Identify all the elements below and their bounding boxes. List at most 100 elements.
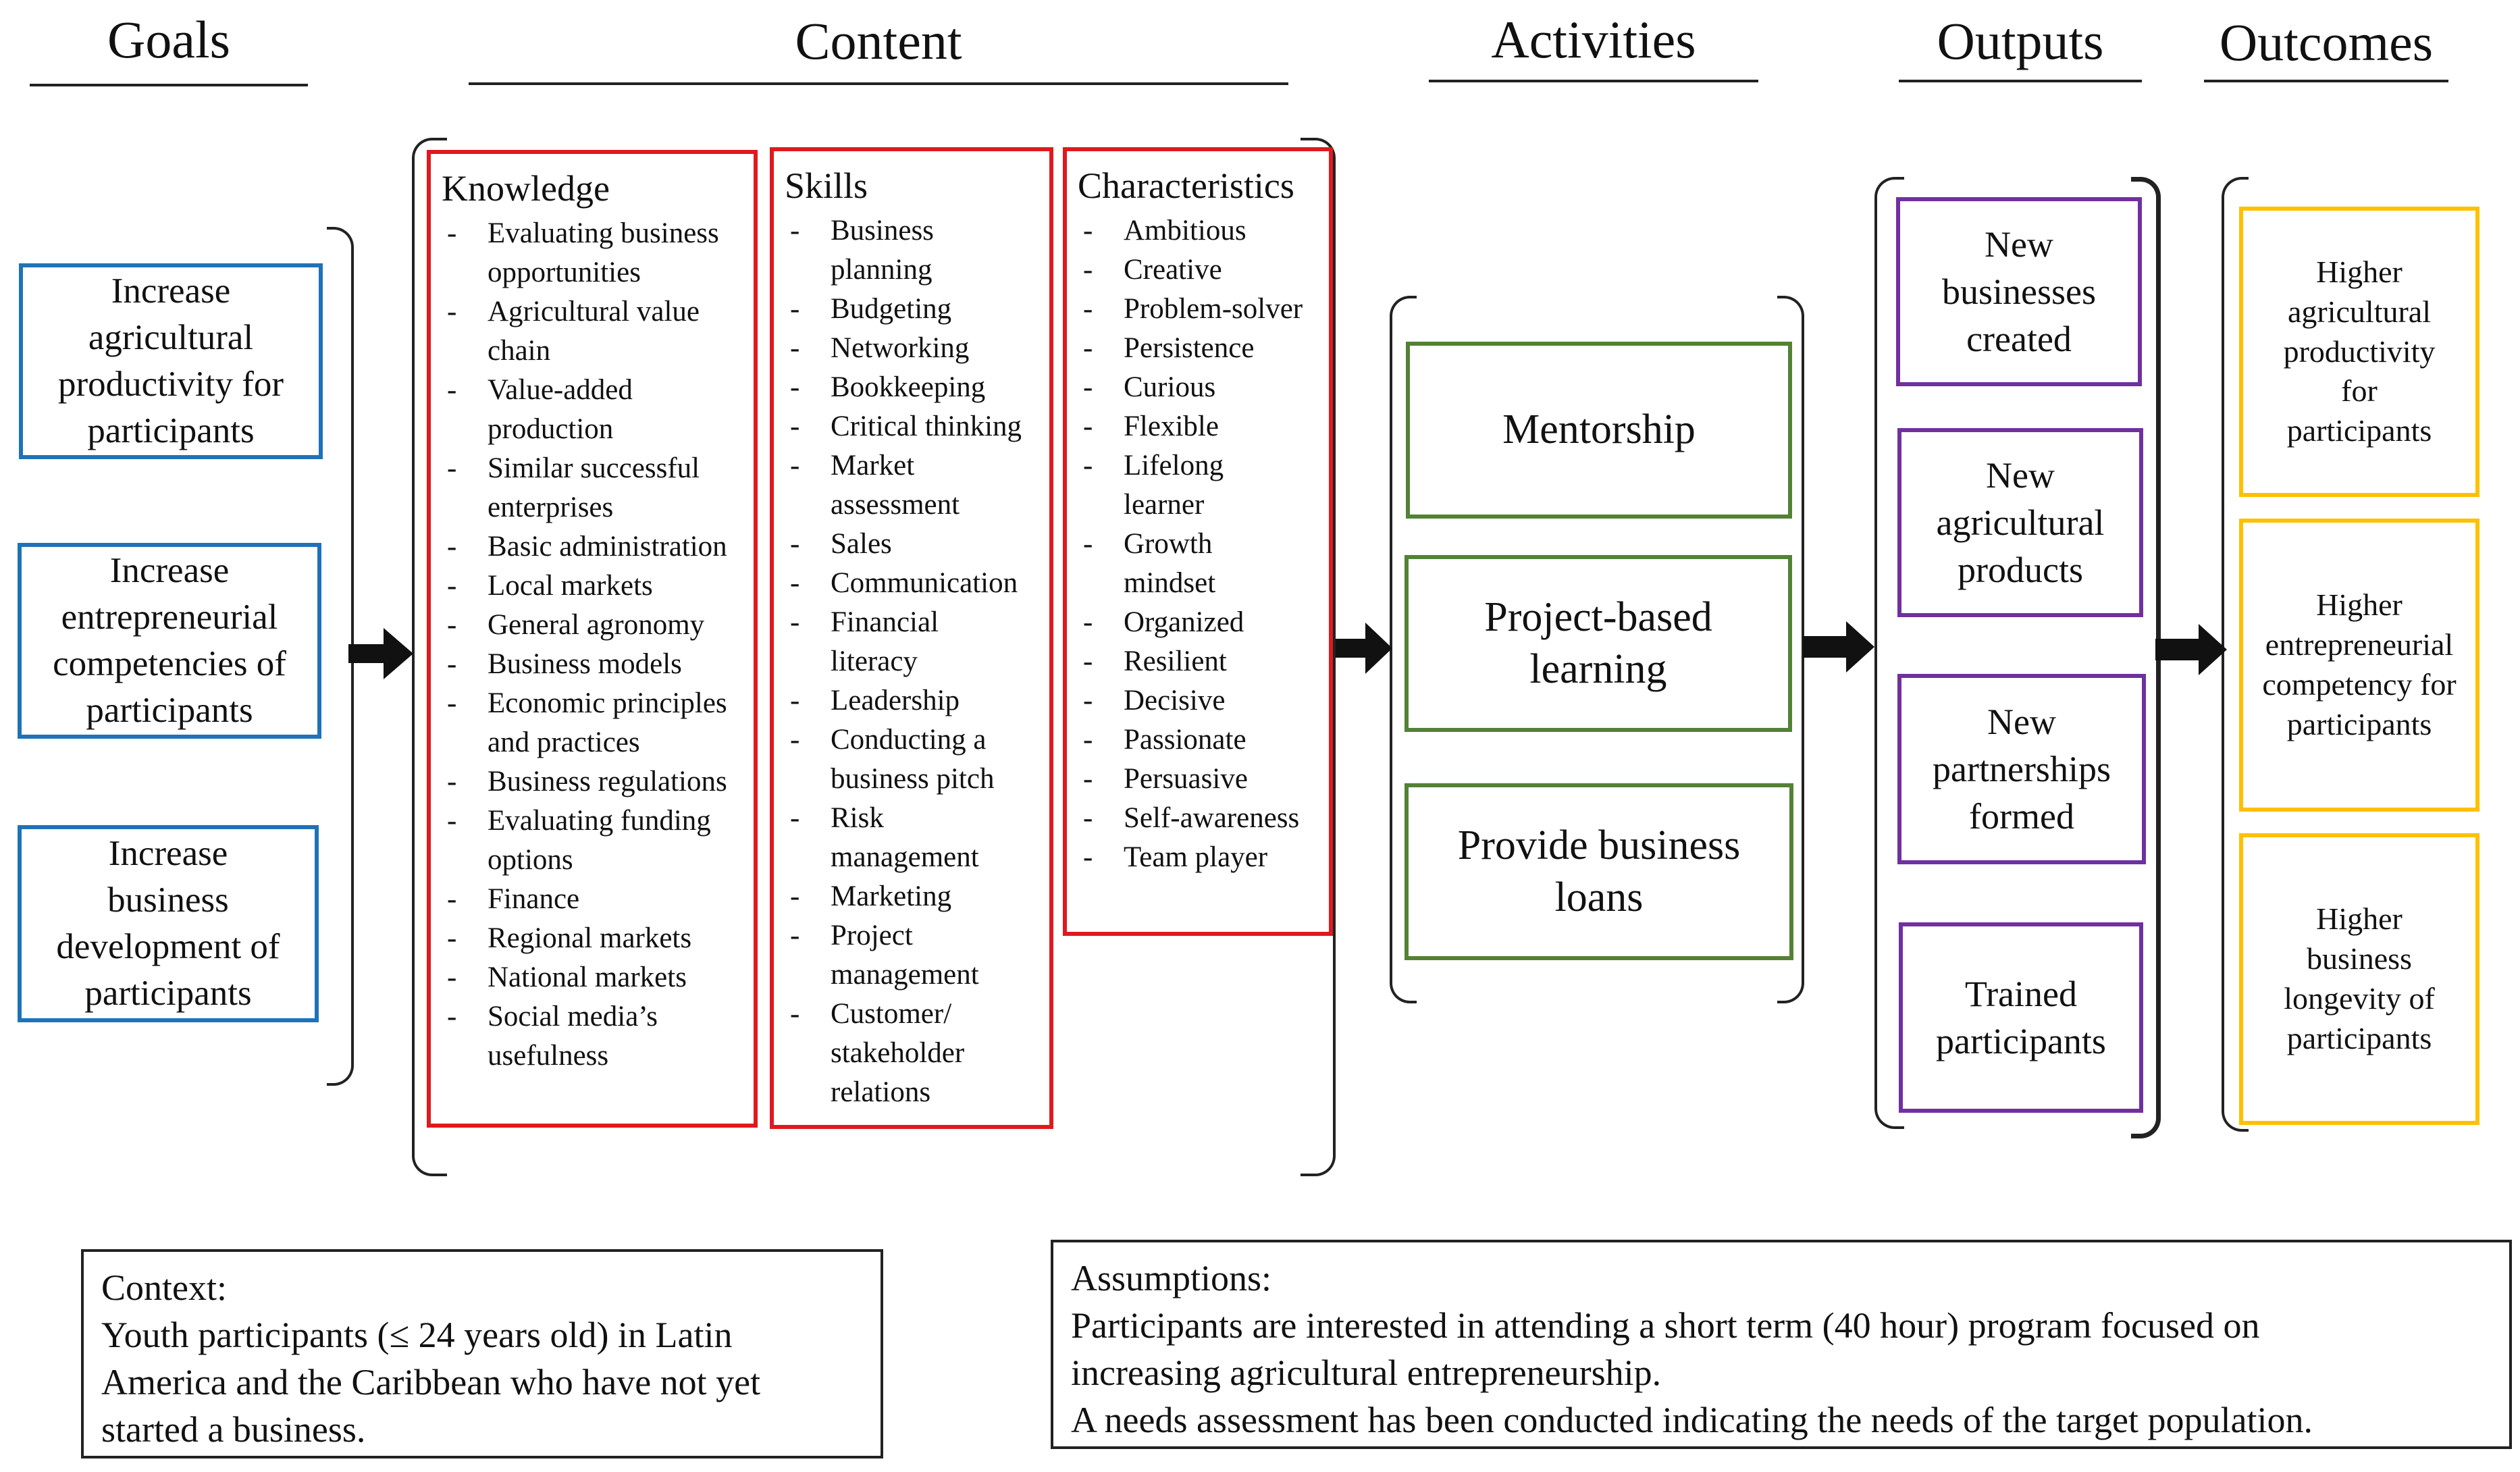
arrow-content-to-activities [1336, 623, 1392, 674]
dash-bullet: - [790, 802, 800, 835]
characteristics-item-text: Growth [1124, 528, 1213, 560]
knowledge-item: -Finance [442, 880, 743, 919]
characteristics-item: -Lifelong [1078, 446, 1318, 485]
knowledge-item-text: Value-added [488, 374, 633, 406]
characteristics-item-text: Lifelong [1124, 450, 1224, 482]
knowledge-item: enterprises [442, 488, 743, 527]
activities-header: Activities [1491, 10, 1696, 69]
outcome-line: business [2307, 941, 2412, 976]
output-box-trained-participants: Trained participants [1899, 922, 2143, 1113]
characteristics-box: Characteristics -Ambitious-Creative-Prob… [1063, 147, 1333, 936]
outcome-line: participants [2286, 706, 2432, 741]
context-label: Context: [101, 1267, 227, 1308]
characteristics-item: -Growth [1078, 525, 1318, 564]
characteristics-item: -Ambitious [1078, 211, 1318, 251]
dash-bullet: - [1083, 802, 1093, 835]
dash-bullet: - [790, 724, 800, 756]
arrow-goals-to-content [348, 628, 413, 679]
skills-item: -Critical thinking [785, 407, 1039, 446]
outcome-line: productivity [2283, 334, 2436, 369]
context-line: America and the Caribbean who have not y… [101, 1362, 761, 1402]
knowledge-item: -Business models [442, 645, 743, 684]
dash-bullet: - [447, 805, 457, 837]
characteristics-item-text: Persistence [1124, 332, 1255, 365]
output-line: New [1986, 454, 2055, 496]
knowledge-item: -Evaluating funding [442, 801, 743, 841]
characteristics-item: -Resilient [1078, 642, 1318, 681]
characteristics-item: -Decisive [1078, 681, 1318, 720]
skills-item-text: Project [831, 920, 913, 952]
characteristics-item-text: Decisive [1124, 685, 1226, 717]
skills-item: stakeholder [785, 1034, 1039, 1073]
output-box-new-businesses: New businesses created [1896, 197, 2142, 386]
output-line: New [1985, 224, 2053, 265]
knowledge-item-text: chain [488, 335, 551, 367]
skills-item: planning [785, 251, 1039, 290]
characteristics-item-text: Curious [1124, 371, 1216, 404]
goal-line: agricultural [88, 318, 254, 358]
outputs-bracket-left [1874, 177, 1904, 1129]
outcomes-bracket-left [2222, 177, 2249, 1132]
context-line: Youth participants (≤ 24 years old) in L… [101, 1315, 733, 1355]
dash-bullet: - [790, 685, 800, 717]
dash-bullet: - [790, 528, 800, 560]
dash-bullet: - [790, 332, 800, 365]
outcome-box-productivity: Higher agricultural productivity for par… [2239, 207, 2479, 497]
skills-item-text: Bookkeeping [831, 371, 986, 404]
outcome-line: for [2341, 373, 2378, 409]
goal-line: participants [86, 690, 253, 730]
dash-bullet: - [1083, 371, 1093, 404]
dash-bullet: - [790, 215, 800, 247]
output-line: partnerships [1933, 748, 2111, 789]
output-box-new-partnerships: New partnerships formed [1897, 674, 2146, 864]
knowledge-item: -Value-added [442, 371, 743, 410]
characteristics-list: -Ambitious-Creative-Problem-solver-Persi… [1078, 211, 1318, 877]
dash-bullet: - [790, 567, 800, 600]
dash-bullet: - [1083, 450, 1093, 482]
skills-item-text: assessment [831, 489, 960, 521]
dash-bullet: - [447, 609, 457, 641]
knowledge-item: -Business regulations [442, 762, 743, 801]
knowledge-item: -National markets [442, 958, 743, 997]
characteristics-title: Characteristics [1078, 165, 1294, 206]
dash-bullet: - [790, 293, 800, 325]
dash-bullet: - [1083, 724, 1093, 756]
dash-bullet: - [447, 217, 457, 250]
assumptions-box: Assumptions: Participants are interested… [1051, 1240, 2512, 1449]
output-line: agricultural [1936, 502, 2105, 543]
characteristics-item: -Problem-solver [1078, 290, 1318, 329]
arrow-activities-to-outputs [1803, 621, 1874, 673]
output-box-new-products: New agricultural products [1897, 428, 2143, 617]
skills-item-text: Networking [831, 332, 970, 365]
goal-box-entrepreneurial: Increase entrepreneurial competencies of… [18, 543, 321, 739]
skills-title: Skills [785, 165, 868, 206]
knowledge-item-text: Evaluating funding [488, 805, 711, 837]
knowledge-item-text: Business models [488, 648, 682, 681]
dash-bullet: - [447, 452, 457, 485]
skills-item: business pitch [785, 760, 1039, 799]
characteristics-item-text: Team player [1124, 841, 1268, 874]
skills-item-text: Customer/ [831, 998, 952, 1030]
assumptions-line: Participants are interested in attending… [1071, 1305, 2260, 1346]
knowledge-item: options [442, 841, 743, 880]
dash-bullet: - [1083, 254, 1093, 286]
knowledge-item: -Similar successful [442, 449, 743, 488]
knowledge-item: production [442, 410, 743, 449]
goal-line: competencies of [53, 644, 286, 683]
dash-bullet: - [447, 922, 457, 955]
knowledge-item-text: Social media’s [488, 1001, 658, 1033]
knowledge-item: -General agronomy [442, 606, 743, 645]
characteristics-item-text: learner [1124, 489, 1205, 521]
outcome-line: Higher [2316, 587, 2403, 623]
knowledge-item-text: Economic principles [488, 687, 727, 720]
dash-bullet: - [447, 687, 457, 720]
dash-bullet: - [1083, 841, 1093, 874]
goal-line: development of [56, 927, 280, 966]
characteristics-item-text: Creative [1124, 254, 1222, 286]
skills-item: -Market [785, 446, 1039, 485]
knowledge-item-text: General agronomy [488, 609, 705, 641]
